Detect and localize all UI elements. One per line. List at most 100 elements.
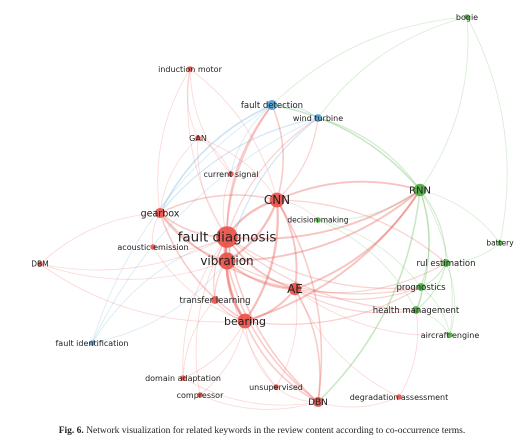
node-label-rnn: RNN	[409, 186, 431, 197]
edge-battery-bogie	[466, 16, 508, 244]
edge-dbn-compressor	[199, 394, 319, 410]
edge-ae-aircraft-engine	[294, 288, 451, 336]
figure-caption: Fig. 6. Network visualization for relate…	[0, 426, 524, 436]
edge-fault-diagnosis-health-management	[226, 236, 417, 311]
edge-dbm-bearing	[39, 263, 246, 323]
edge-fault-diagnosis-dbm	[39, 236, 228, 271]
edge-fault-detection-gearbox	[159, 104, 273, 214]
node-label-prognostics: prognostics	[396, 283, 446, 293]
edge-fault-identification-fault-diagnosis	[91, 236, 228, 344]
node-unsupervised[interactable]	[273, 384, 279, 390]
node-label-ae: AE	[287, 282, 303, 296]
node-label-gan: GAN	[189, 134, 207, 143]
node-label-unsupervised: unsupervised	[249, 383, 303, 392]
node-fault-identification[interactable]	[89, 340, 95, 346]
edge-bogie-fault-detection	[271, 16, 468, 106]
edge-rnn-prognostics	[419, 189, 430, 288]
node-label-rul-estimation: rul estimation	[416, 259, 475, 269]
edge-rnn-wind-turbine	[317, 117, 421, 191]
figure-caption-text: Network visualization for related keywor…	[86, 426, 466, 436]
edge-cnn-dbn	[276, 199, 323, 403]
edge-rnn-health-management	[415, 189, 430, 311]
keyword-network: bogie induction motor fault detection wind …	[31, 13, 514, 410]
node-gan[interactable]	[195, 135, 201, 141]
node-bearing[interactable]	[237, 313, 253, 329]
node-transfer-learning[interactable]	[211, 296, 219, 304]
edge-degradation-assessment-health-management	[398, 309, 419, 398]
edge-fault-identification-vibration	[91, 260, 228, 344]
edge-dbn-degradation-assessment	[317, 396, 400, 408]
edge-fault-detection-fault-identification	[91, 104, 273, 344]
node-dbn[interactable]	[312, 396, 324, 408]
node-label-induction-motor: induction motor	[158, 65, 222, 74]
edge-vibration-rnn	[226, 189, 421, 262]
label-layer: bogie induction motor fault detection wind …	[31, 13, 514, 408]
edge-cnn-rul-estimation	[276, 199, 447, 264]
edge-rnn-decision-making	[317, 189, 421, 221]
edge-decision-making-health-management	[317, 219, 417, 311]
node-fault-diagnosis[interactable]	[216, 226, 238, 248]
node-fault-detection[interactable]	[266, 99, 278, 111]
node-compressor[interactable]	[197, 392, 203, 398]
node-decision-making[interactable]	[315, 217, 321, 223]
edge-bearing-rnn	[244, 189, 421, 322]
node-label-bearing: bearing	[224, 315, 266, 328]
edge-gearbox-induction-motor	[157, 68, 191, 214]
edge-rul-estimation-battery	[445, 242, 501, 264]
edge-bearing-dbn	[244, 320, 319, 403]
node-rnn[interactable]	[413, 183, 427, 197]
edge-rnn-battery	[419, 189, 501, 244]
edge-ae-rnn	[294, 189, 421, 290]
edge-cnn-fault-detection	[271, 104, 284, 201]
edge-ae-rul-estimation	[294, 262, 447, 294]
node-label-acoustic-emission: acoustic emission	[117, 243, 188, 252]
edge-fault-diagnosis-fault-detection	[226, 104, 273, 238]
node-label-current-signal: current signal	[203, 170, 258, 179]
edge-bearing-gearbox	[159, 212, 246, 322]
edge-cnn-rnn	[276, 180, 421, 201]
node-bogie[interactable]	[464, 14, 470, 20]
node-rul-estimation[interactable]	[442, 259, 450, 267]
node-dbm[interactable]	[37, 261, 43, 267]
edge-rul-estimation-aircraft-engine	[445, 262, 456, 336]
edge-bearing-prognostics	[244, 286, 422, 325]
node-induction-motor[interactable]	[187, 66, 193, 72]
edge-vibration-dbn	[226, 260, 319, 403]
edge-vibration-dbm	[39, 260, 228, 280]
edge-bogie-wind-turbine	[317, 16, 468, 119]
node-acoustic-emission[interactable]	[150, 244, 156, 250]
node-gearbox[interactable]	[154, 207, 166, 219]
edge-transfer-learning-domain-adaptation	[182, 299, 216, 379]
edge-fault-diagnosis-rnn	[226, 189, 421, 240]
node-battery[interactable]	[497, 240, 503, 246]
edge-cnn-bearing	[244, 199, 279, 322]
edge-bearing-compressor	[199, 320, 246, 396]
edge-wind-turbine-gearbox	[159, 117, 319, 214]
node-vibration[interactable]	[218, 252, 236, 270]
node-domain-adaptation[interactable]	[180, 375, 186, 381]
node-wind-turbine[interactable]	[314, 114, 322, 122]
edge-gearbox-gan	[159, 137, 199, 214]
node-label-battery: battery	[486, 239, 514, 248]
node-cnn[interactable]	[269, 192, 285, 208]
edge-layer	[39, 16, 508, 410]
node-label-wind-turbine: wind turbine	[293, 114, 343, 123]
node-label-aircraft-engine: aircraft engine	[421, 331, 480, 340]
node-label-domain-adaptation: domain adaptation	[145, 374, 221, 383]
node-label-fault-detection: fault detection	[241, 101, 303, 111]
node-current-signal[interactable]	[228, 171, 234, 177]
node-ae[interactable]	[288, 282, 302, 296]
node-label-bogie: bogie	[456, 13, 478, 22]
edge-gearbox-dbm	[39, 212, 161, 265]
node-health-management[interactable]	[412, 306, 420, 314]
edge-cnn-gan	[197, 137, 278, 201]
node-label-cnn: CNN	[264, 193, 290, 207]
edge-wind-turbine-fault-identification	[91, 117, 319, 344]
node-prognostics[interactable]	[417, 283, 425, 291]
node-degradation-assessment[interactable]	[396, 394, 402, 400]
edge-cnn-wind-turbine	[276, 117, 319, 201]
edge-cnn-gearbox	[159, 194, 278, 214]
node-aircraft-engine[interactable]	[447, 332, 453, 338]
node-label-compressor: compressor	[177, 391, 224, 400]
